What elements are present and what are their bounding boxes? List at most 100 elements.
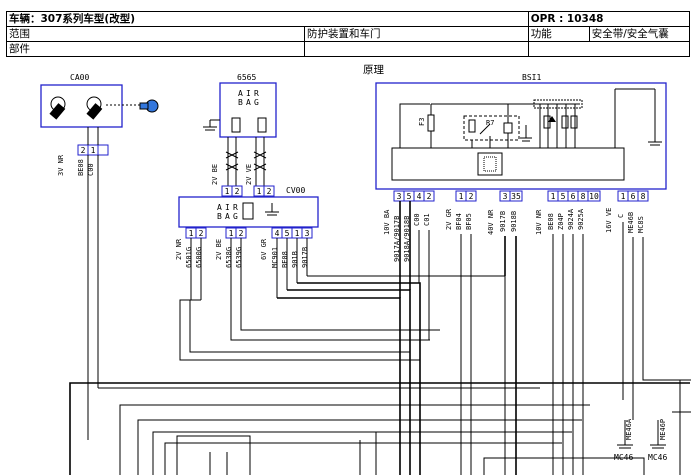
c6565-connector-label: 2V BE <box>211 164 219 185</box>
svg-text:3: 3 <box>305 229 310 238</box>
svg-text:ME46B: ME46B <box>627 212 635 233</box>
svg-text:2: 2 <box>239 229 244 238</box>
svg-text:Z04P: Z04P <box>557 213 565 230</box>
cv00-label: CV00 <box>286 186 305 195</box>
r7-label: R7 <box>486 119 494 127</box>
svg-text:9018A/9018B: 9018A/9018B <box>403 216 411 262</box>
c6565-box <box>219 82 277 138</box>
svg-text:ME46A: ME46A <box>625 418 633 440</box>
svg-text:MC901: MC901 <box>271 247 279 268</box>
ground-icon <box>650 444 666 449</box>
svg-text:A: A <box>238 89 243 98</box>
ca00-label: CA00 <box>70 73 89 82</box>
c6565-label: 6565 <box>237 73 256 82</box>
svg-text:8: 8 <box>641 192 646 201</box>
ground-icon <box>648 141 662 146</box>
svg-text:ME46P: ME46P <box>659 419 667 440</box>
svg-text:I: I <box>225 203 230 212</box>
relay-coil-icon <box>468 119 476 133</box>
svg-text:16V VE: 16V VE <box>605 208 613 233</box>
ca00-pin: 2 <box>81 146 86 155</box>
ground-icon <box>265 203 279 216</box>
mc46-label: MC46 <box>614 453 633 462</box>
function-value-cell: 安全带/安全气囊 <box>588 26 691 42</box>
svg-text:9017A/9017B: 9017A/9017B <box>393 216 401 262</box>
svg-text:C00: C00 <box>413 213 421 226</box>
cv00-pins: 1 2 1 2 4 5 1 3 <box>185 227 313 239</box>
svg-text:10V BA: 10V BA <box>383 209 391 235</box>
chip-icon <box>477 152 503 176</box>
function-label-cell: 功能 <box>527 26 590 42</box>
svg-text:1: 1 <box>257 187 262 196</box>
svg-text:5: 5 <box>285 229 290 238</box>
svg-text:2: 2 <box>199 229 204 238</box>
svg-text:901B: 901B <box>291 251 299 268</box>
svg-text:6538G: 6538G <box>225 247 233 268</box>
svg-text:1: 1 <box>551 192 556 201</box>
c6565-connector-label: 2V VE <box>245 164 253 185</box>
svg-text:2V NR: 2V NR <box>175 238 183 260</box>
svg-text:2V BE: 2V BE <box>215 239 223 260</box>
svg-text:3: 3 <box>397 192 402 201</box>
svg-text:5: 5 <box>407 192 412 201</box>
ca00-wire-label: C00 <box>87 163 95 176</box>
svg-text:1: 1 <box>225 187 230 196</box>
svg-text:9017B: 9017B <box>301 247 309 268</box>
ca00-wire-label: BE08 <box>77 159 85 176</box>
svg-text:MC8S: MC8S <box>637 216 645 233</box>
key-icon <box>139 99 159 113</box>
svg-text:B: B <box>238 98 243 107</box>
ground-icon <box>617 444 633 449</box>
module-icon <box>242 202 254 220</box>
ca00-contact-icon <box>49 96 140 120</box>
svg-text:1: 1 <box>189 229 194 238</box>
cv00-box <box>178 196 319 228</box>
svg-text:A: A <box>246 98 251 107</box>
svg-text:BF04: BF04 <box>455 213 463 230</box>
svg-text:2: 2 <box>469 192 474 201</box>
ca00-pin: 1 <box>91 146 96 155</box>
svg-text:6539G: 6539G <box>235 247 243 268</box>
mc46-label: MC46 <box>648 453 667 462</box>
bsi1-label: BSI1 <box>522 73 541 82</box>
svg-text:I: I <box>246 89 251 98</box>
svg-text:R: R <box>254 89 259 98</box>
svg-text:6: 6 <box>571 192 576 201</box>
airbag-text-6565: A I R B A G <box>238 89 259 107</box>
svg-text:9017B: 9017B <box>499 211 507 232</box>
svg-text:C: C <box>617 214 625 218</box>
fuse-icon <box>427 114 435 132</box>
svg-text:2: 2 <box>267 187 272 196</box>
svg-text:BE08: BE08 <box>281 251 289 268</box>
svg-text:10V NR: 10V NR <box>535 209 543 235</box>
svg-text:BF05: BF05 <box>465 213 473 230</box>
squib-icon <box>257 117 267 133</box>
twisted-pair-icon <box>225 137 267 186</box>
svg-text:R: R <box>233 203 238 212</box>
bsi1-pins: 3 5 4 2 1 2 3 35 1 5 6 8 10 1 6 8 <box>393 190 649 202</box>
part-extra-cell <box>527 41 691 57</box>
svg-text:1: 1 <box>459 192 464 201</box>
svg-text:A: A <box>217 203 222 212</box>
svg-text:A: A <box>225 212 230 221</box>
svg-text:BE08: BE08 <box>547 213 555 230</box>
f3-label: F3 <box>418 118 426 126</box>
svg-text:9024A: 9024A <box>567 208 575 230</box>
svg-text:G: G <box>233 212 238 221</box>
svg-text:C01: C01 <box>423 213 431 226</box>
svg-text:40V NR: 40V NR <box>487 209 495 235</box>
svg-text:2: 2 <box>427 192 432 201</box>
svg-text:5: 5 <box>561 192 566 201</box>
diagram-title: 原理 <box>363 64 384 76</box>
svg-text:8: 8 <box>581 192 586 201</box>
svg-text:4: 4 <box>417 192 422 201</box>
svg-text:1: 1 <box>229 229 234 238</box>
svg-text:3: 3 <box>503 192 508 201</box>
svg-text:9018B: 9018B <box>510 211 518 232</box>
svg-text:2: 2 <box>235 187 240 196</box>
svg-text:6501G: 6501G <box>185 247 193 268</box>
svg-text:6500G: 6500G <box>195 247 203 268</box>
squib-icon <box>231 117 241 133</box>
svg-text:1: 1 <box>295 229 300 238</box>
